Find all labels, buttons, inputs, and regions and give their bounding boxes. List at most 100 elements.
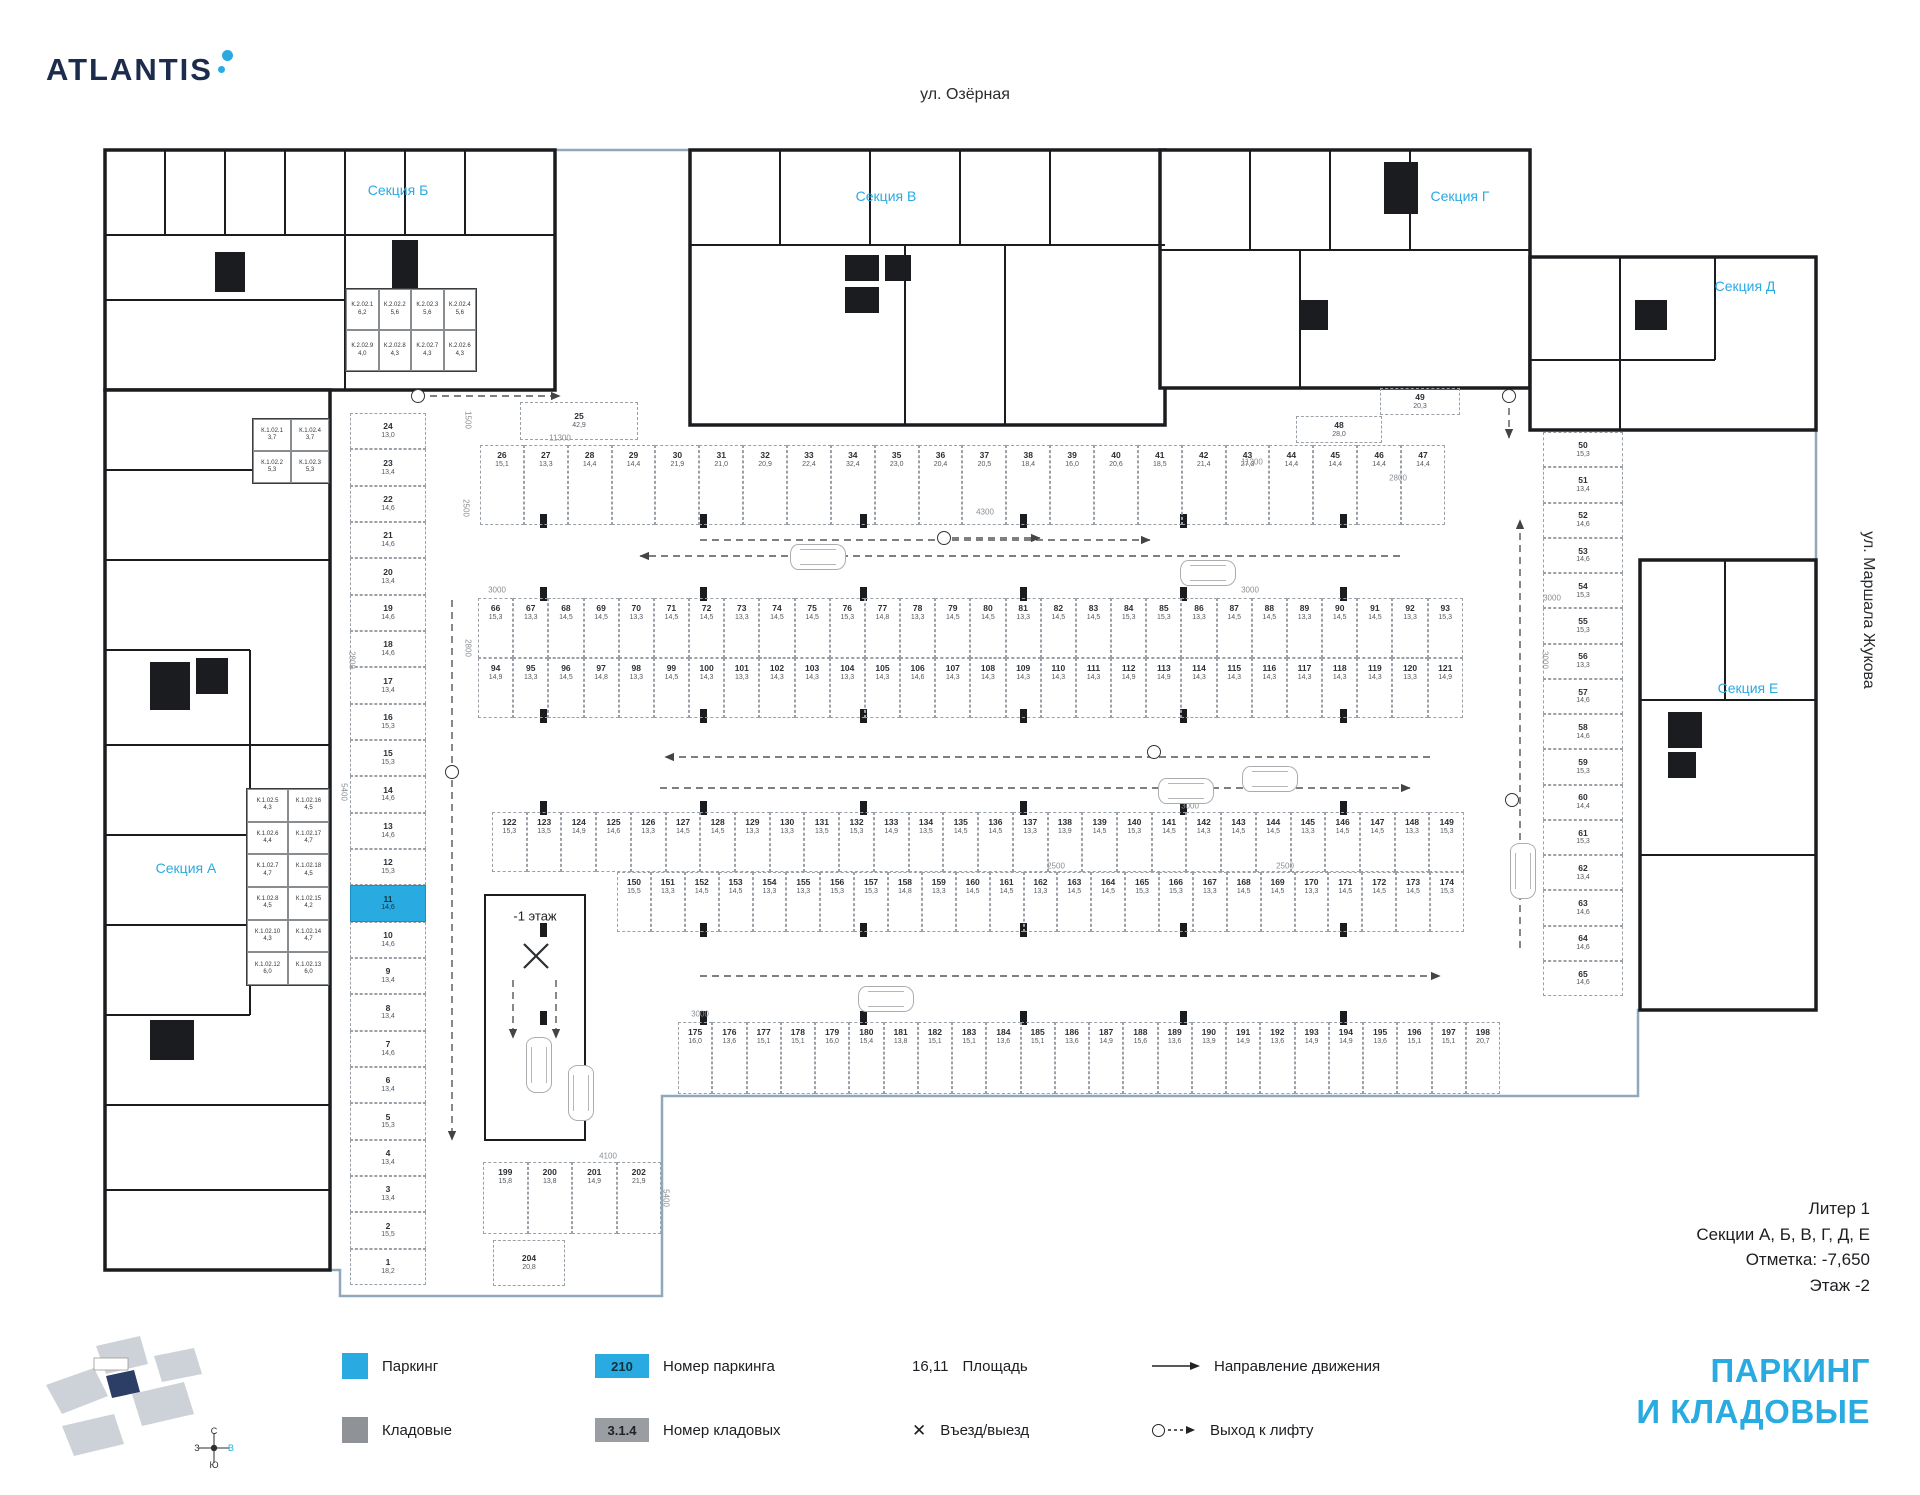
parking-stall-139[interactable]: 13914,5: [1082, 812, 1117, 872]
parking-stall-137[interactable]: 13713,3: [1012, 812, 1048, 872]
parking-stall-112[interactable]: 11214,9: [1111, 658, 1147, 718]
parking-stall-167[interactable]: 16713,3: [1192, 872, 1227, 932]
parking-stall-13[interactable]: 1314,6: [350, 812, 426, 849]
parking-stall-4[interactable]: 413,4: [350, 1139, 426, 1176]
parking-stall-47[interactable]: 4714,4: [1401, 445, 1445, 525]
parking-stall-106[interactable]: 10614,6: [900, 658, 936, 718]
parking-stall-26[interactable]: 2615,1: [480, 445, 524, 525]
parking-stall-122[interactable]: 12215,3: [492, 812, 527, 872]
parking-stall-153[interactable]: 15314,5: [718, 872, 753, 932]
parking-stall-109[interactable]: 10914,3: [1005, 658, 1041, 718]
parking-stall-125[interactable]: 12514,6: [596, 812, 631, 872]
parking-stall-164[interactable]: 16414,5: [1091, 872, 1126, 932]
parking-stall-110[interactable]: 11014,3: [1040, 658, 1076, 718]
parking-stall-87[interactable]: 8714,5: [1216, 598, 1252, 658]
parking-stall-157[interactable]: 15715,3: [854, 872, 888, 932]
parking-stall-43[interactable]: 4327,3: [1225, 445, 1270, 525]
parking-stall-201[interactable]: 20114,9: [572, 1162, 617, 1234]
parking-stall-89[interactable]: 8913,3: [1286, 598, 1323, 658]
parking-stall-141[interactable]: 14114,5: [1151, 812, 1187, 872]
parking-stall-35[interactable]: 3523,0: [874, 445, 919, 525]
parking-stall-102[interactable]: 10214,3: [759, 658, 795, 718]
parking-stall-58[interactable]: 5814,6: [1543, 714, 1623, 750]
parking-stall-77[interactable]: 7714,8: [864, 598, 901, 658]
parking-stall-19[interactable]: 1914,6: [350, 594, 426, 631]
parking-stall-154[interactable]: 15413,3: [752, 872, 787, 932]
parking-stall-124[interactable]: 12414,9: [561, 812, 597, 872]
parking-stall-61[interactable]: 6115,3: [1543, 819, 1623, 855]
parking-stall-129[interactable]: 12913,3: [735, 812, 770, 872]
parking-stall-90[interactable]: 9014,5: [1322, 598, 1358, 658]
parking-stall-5[interactable]: 515,3: [350, 1103, 426, 1140]
parking-stall-135[interactable]: 13514,5: [943, 812, 979, 872]
parking-stall-193[interactable]: 19314,9: [1294, 1022, 1329, 1094]
parking-stall-99[interactable]: 9914,5: [653, 658, 690, 718]
parking-stall-6[interactable]: 613,4: [350, 1066, 426, 1104]
parking-stall-76[interactable]: 7615,3: [829, 598, 865, 658]
parking-stall-132[interactable]: 13215,3: [839, 812, 874, 872]
parking-stall-52[interactable]: 5214,6: [1543, 502, 1623, 538]
parking-stall-63[interactable]: 6314,6: [1543, 890, 1623, 926]
parking-stall-91[interactable]: 9114,5: [1357, 598, 1393, 658]
parking-stall-186[interactable]: 18613,6: [1054, 1022, 1089, 1094]
parking-stall-111[interactable]: 11114,3: [1075, 658, 1112, 718]
parking-stall-17[interactable]: 1713,4: [350, 667, 426, 704]
parking-stall-107[interactable]: 10714,3: [935, 658, 971, 718]
parking-stall-73[interactable]: 7313,3: [724, 598, 760, 658]
parking-stall-80[interactable]: 8014,5: [970, 598, 1006, 658]
parking-stall-181[interactable]: 18113,8: [883, 1022, 918, 1094]
parking-stall-12[interactable]: 1215,3: [350, 848, 426, 886]
parking-stall-119[interactable]: 11914,3: [1357, 658, 1393, 718]
parking-stall-130[interactable]: 13013,3: [769, 812, 805, 872]
parking-stall-41[interactable]: 4118,5: [1137, 445, 1182, 525]
parking-stall-108[interactable]: 10814,3: [970, 658, 1006, 718]
parking-stall-85[interactable]: 8515,3: [1146, 598, 1182, 658]
parking-stall-169[interactable]: 16914,5: [1260, 872, 1295, 932]
parking-stall-113[interactable]: 11314,9: [1146, 658, 1182, 718]
parking-stall-196[interactable]: 19615,1: [1397, 1022, 1432, 1094]
parking-stall-68[interactable]: 6814,5: [548, 598, 584, 658]
parking-stall-138[interactable]: 13813,9: [1047, 812, 1083, 872]
parking-stall-2[interactable]: 215,5: [350, 1212, 426, 1249]
parking-stall-88[interactable]: 8814,5: [1251, 598, 1287, 658]
parking-stall-78[interactable]: 7813,3: [900, 598, 936, 658]
parking-stall-146[interactable]: 14614,5: [1325, 812, 1360, 872]
parking-stall-191[interactable]: 19114,9: [1226, 1022, 1261, 1094]
parking-stall-202[interactable]: 20221,9: [616, 1162, 661, 1234]
parking-stall-158[interactable]: 15814,8: [888, 872, 922, 932]
parking-stall-24[interactable]: 2413,0: [350, 413, 426, 450]
parking-stall-66[interactable]: 6615,3: [478, 598, 514, 658]
parking-stall-15[interactable]: 1515,3: [350, 739, 426, 777]
parking-stall-188[interactable]: 18815,6: [1123, 1022, 1158, 1094]
parking-stall-11[interactable]: 1114,6: [350, 885, 426, 922]
parking-stall-142[interactable]: 14214,3: [1186, 812, 1222, 872]
parking-stall-182[interactable]: 18215,1: [917, 1022, 952, 1094]
parking-stall-197[interactable]: 19715,1: [1431, 1022, 1466, 1094]
parking-stall-166[interactable]: 16615,3: [1159, 872, 1193, 932]
parking-stall-175[interactable]: 17516,0: [678, 1022, 713, 1094]
parking-stall-71[interactable]: 7114,5: [653, 598, 690, 658]
parking-stall-64[interactable]: 6414,6: [1543, 925, 1623, 961]
parking-stall-174[interactable]: 17415,3: [1430, 872, 1464, 932]
parking-stall-204[interactable]: 20420,8: [493, 1240, 565, 1286]
parking-stall-170[interactable]: 17013,3: [1294, 872, 1329, 932]
parking-stall-36[interactable]: 3620,4: [918, 445, 963, 525]
parking-stall-93[interactable]: 9315,3: [1427, 598, 1463, 658]
parking-stall-29[interactable]: 2914,4: [611, 445, 656, 525]
parking-stall-40[interactable]: 4020,6: [1094, 445, 1138, 525]
parking-stall-134[interactable]: 13413,5: [908, 812, 944, 872]
parking-stall-190[interactable]: 19013,9: [1191, 1022, 1226, 1094]
parking-stall-143[interactable]: 14314,5: [1221, 812, 1256, 872]
parking-stall-168[interactable]: 16814,5: [1226, 872, 1261, 932]
parking-stall-81[interactable]: 8113,3: [1005, 598, 1041, 658]
parking-stall-3[interactable]: 313,4: [350, 1175, 426, 1213]
parking-stall-152[interactable]: 15214,5: [684, 872, 719, 932]
parking-stall-115[interactable]: 11514,3: [1216, 658, 1252, 718]
parking-stall-67[interactable]: 6713,3: [513, 598, 549, 658]
parking-stall-57[interactable]: 5714,6: [1543, 678, 1623, 714]
parking-stall-120[interactable]: 12013,3: [1392, 658, 1428, 718]
parking-stall-118[interactable]: 11814,3: [1322, 658, 1358, 718]
parking-stall-103[interactable]: 10314,3: [794, 658, 830, 718]
parking-stall-51[interactable]: 5113,4: [1543, 467, 1623, 503]
parking-stall-50[interactable]: 5015,3: [1543, 432, 1623, 468]
